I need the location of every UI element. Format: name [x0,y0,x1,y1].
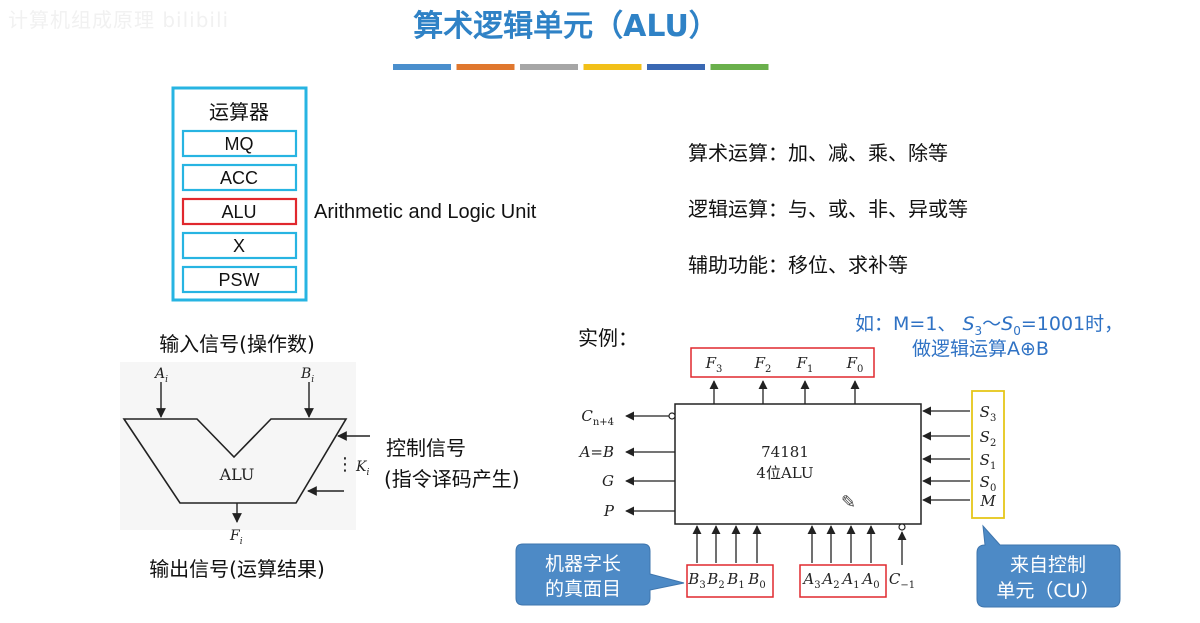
callout-word-length-line1: 机器字长 [545,553,621,575]
control-pin-label: S2 [980,428,997,449]
register-label-alu: ALU [221,202,256,222]
pencil-icon: ✎ [841,492,856,513]
register-box-psw [181,265,298,294]
example-label: 实例： [578,326,638,350]
callout-from-cu [976,524,1121,608]
a-inputs-highlight [799,564,887,598]
inverter-bubble [898,523,906,531]
alu-shape [122,418,348,504]
a-input-label: A2 [820,570,839,591]
alu-center-label: ALU [219,465,255,484]
alu-ctrl-dots: ⋮ [336,454,354,475]
register-label-psw: PSW [218,270,259,290]
left-pin-label: P [603,502,615,520]
alu-input-a: Ai [153,366,168,385]
example-note-line2: 做逻辑运算A⊕B [912,338,1049,360]
carry-in-label: C−1 [889,570,915,591]
left-pin-label: A=B [578,443,614,461]
register-box-alu [181,197,298,226]
cpu-box-title: 运算器 [209,100,269,124]
alu-full-name: Arithmetic and Logic Unit [314,201,537,223]
title-color-bar [520,64,578,70]
callout-word-length [515,543,685,606]
callout-word-length-line2: 的真面目 [545,578,621,600]
output-pin-label: F1 [796,354,814,375]
alu-ctrl-k: Ki [355,459,369,478]
a-input-label: A0 [860,570,879,591]
register-box-x [181,231,298,260]
output-pin-label: F2 [754,354,772,375]
title-color-bar [647,64,705,70]
alu-diagram-bg [120,362,356,530]
alu-ctrl-label-2: (指令译码产生) [384,467,520,491]
register-label-x: X [233,236,245,256]
b-input-label: B0 [747,570,765,591]
example-note-line1: 如：M=1、 S3～S0=1001时， [855,313,1123,338]
outputs-highlight [690,347,875,378]
control-pin-label: M [979,492,996,510]
alu-input-label: 输入信号(操作数) [159,332,315,356]
title-color-bar [710,64,769,70]
register-label-acc: ACC [220,168,258,188]
title-color-bars [393,64,769,70]
register-box-mq [181,129,298,158]
control-pin-label: S1 [980,451,997,472]
output-pin-label: F0 [846,354,864,375]
cpu-box [171,86,308,302]
page-title: 算术逻辑单元（ALU） [413,9,719,44]
callout-from-cu-line1: 来自控制 [1010,554,1086,576]
a-input-label: A1 [840,570,859,591]
function-arithmetic: 算术运算：加、减、乘、除等 [688,141,948,165]
left-pin-label: Cn+4 [581,407,614,428]
inverter-bubble [668,412,676,420]
control-pin-label: S0 [980,473,997,494]
title-color-bar [456,64,515,70]
control-inputs-highlight [971,390,1005,519]
title-color-bar [393,64,451,70]
watermark: 计算机组成原理 bilibili [8,8,230,32]
alu-input-b: Bi [300,366,314,385]
title-color-bar [583,64,642,70]
alu-output-label: 输出信号(运算结果) [149,557,325,581]
function-logic: 逻辑运算：与、或、非、异或等 [688,197,968,221]
register-label-mq: MQ [225,134,254,154]
b-input-label: B2 [706,570,724,591]
register-list: MQ ACC ALU X PSW [181,129,298,294]
chip-name: 74181 [761,443,809,461]
function-auxiliary: 辅助功能：移位、求补等 [688,253,908,277]
output-pin-label: F3 [705,354,723,375]
callout-from-cu-line2: 单元（CU） [996,580,1099,602]
chip-74181 [674,403,922,525]
alu-output-f: Fi [229,528,243,547]
chip-desc: 4位ALU [756,464,813,482]
left-pin-label: G [602,472,614,490]
b-inputs-highlight [686,564,774,598]
control-pin-label: S3 [980,403,997,424]
b-input-label: B3 [687,570,705,591]
b-input-label: B1 [726,570,744,591]
alu-ctrl-label-1: 控制信号 [386,436,466,460]
register-box-acc [181,163,298,192]
a-input-label: A3 [801,570,820,591]
